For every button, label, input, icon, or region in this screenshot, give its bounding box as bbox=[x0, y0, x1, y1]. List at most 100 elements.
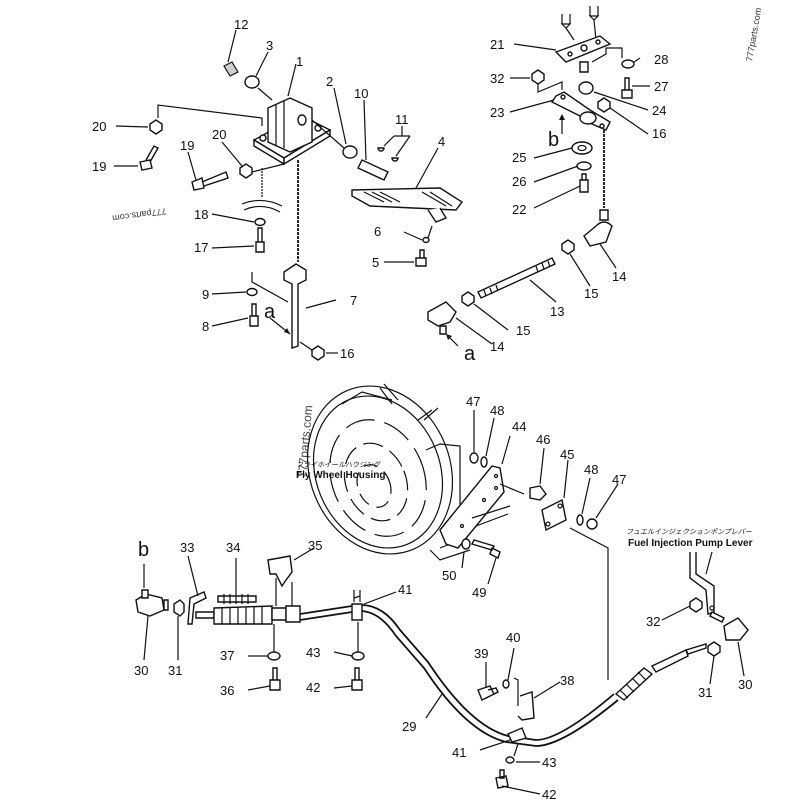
callout-46: 46 bbox=[536, 432, 550, 447]
callout-43-right: 43 bbox=[542, 755, 556, 770]
part-29-cable bbox=[299, 604, 619, 747]
callout-18: 18 bbox=[194, 207, 208, 222]
callout-38: 38 bbox=[560, 673, 574, 688]
callout-14-upper: 14 bbox=[612, 269, 626, 284]
callout-14-lower: 14 bbox=[490, 339, 504, 354]
part-38-clip bbox=[517, 691, 535, 721]
part-45-plate bbox=[541, 498, 567, 532]
callout-4: 4 bbox=[438, 134, 445, 149]
callout-48-right: 48 bbox=[584, 462, 598, 477]
callout-16-lower: 16 bbox=[340, 346, 354, 361]
part-39-bolt bbox=[477, 685, 499, 701]
callout-47-left: 47 bbox=[466, 394, 480, 409]
callout-19-left: 19 bbox=[92, 159, 106, 174]
callout-25: 25 bbox=[512, 150, 526, 165]
cable-right-end bbox=[614, 667, 654, 701]
part-37-washer bbox=[267, 651, 281, 661]
part-14-rod-end-2 bbox=[427, 301, 457, 327]
callout-32-lower: 32 bbox=[646, 614, 660, 629]
callout-35: 35 bbox=[308, 538, 322, 553]
view-marker-a-lower: a bbox=[464, 343, 476, 365]
part-19-bolt-2 bbox=[191, 171, 229, 191]
callout-48-left: 48 bbox=[490, 403, 504, 418]
part-20-nut-2 bbox=[239, 163, 253, 179]
part-24-bushing bbox=[578, 81, 594, 95]
callout-12: 12 bbox=[234, 17, 248, 32]
part-26-nut bbox=[576, 161, 592, 171]
callout-9: 9 bbox=[202, 287, 209, 302]
watermark-left: 777parts.com bbox=[112, 206, 167, 223]
bellcrank-assembly bbox=[427, 6, 635, 347]
callout-41-upper: 41 bbox=[398, 582, 412, 597]
part-36-bolt bbox=[269, 667, 281, 691]
callout-labels: 1 2 3 4 5 6 7 8 9 10 11 12 13 14 14 15 1… bbox=[92, 17, 752, 800]
callout-43-left: 43 bbox=[306, 645, 320, 660]
part-31-nut-2 bbox=[173, 599, 185, 617]
part-40-washer bbox=[502, 679, 510, 689]
leader-lines bbox=[114, 29, 745, 795]
part-33-bracket bbox=[187, 591, 207, 625]
view-markers: a a b b bbox=[138, 129, 559, 561]
callout-49: 49 bbox=[472, 585, 486, 600]
part-28-washer bbox=[621, 59, 635, 69]
callout-11: 11 bbox=[395, 112, 409, 127]
callout-23: 23 bbox=[490, 105, 504, 120]
part-32-nut-2 bbox=[689, 597, 703, 613]
callout-19-mid: 19 bbox=[180, 138, 194, 153]
callout-32-upper: 32 bbox=[490, 71, 504, 86]
callout-22: 22 bbox=[512, 202, 526, 217]
callout-30-left: 30 bbox=[134, 663, 148, 678]
callout-28: 28 bbox=[654, 52, 668, 67]
part-16-nut bbox=[311, 345, 325, 361]
part-27-bolt bbox=[621, 77, 633, 99]
part-47-nut bbox=[469, 452, 479, 464]
callout-47-right: 47 bbox=[612, 472, 626, 487]
callout-24: 24 bbox=[652, 103, 666, 118]
part-6-washer bbox=[422, 236, 430, 244]
part-25-washer bbox=[571, 141, 593, 155]
part-30-rod-end bbox=[723, 617, 749, 641]
callout-17: 17 bbox=[194, 240, 208, 255]
callout-37: 37 bbox=[220, 648, 234, 663]
watermark-center: 777parts.com bbox=[295, 405, 315, 479]
callout-3: 3 bbox=[266, 38, 273, 53]
callout-45: 45 bbox=[560, 447, 574, 462]
callout-6: 6 bbox=[374, 224, 381, 239]
pedal-bracket-assembly bbox=[139, 61, 464, 361]
part-22-fitting bbox=[579, 173, 589, 193]
part-8-bolt bbox=[249, 303, 259, 327]
callout-21: 21 bbox=[490, 37, 504, 52]
part-18-washer bbox=[254, 217, 266, 227]
callout-33: 33 bbox=[180, 540, 194, 555]
part-49-bolt bbox=[471, 539, 501, 559]
callout-15-upper: 15 bbox=[584, 286, 598, 301]
callout-42-right: 42 bbox=[542, 787, 556, 800]
callout-44: 44 bbox=[512, 419, 526, 434]
part-47-nut-2 bbox=[586, 518, 598, 530]
part-5-bolt bbox=[415, 249, 427, 267]
callout-42-left: 42 bbox=[306, 680, 320, 695]
part-41-clamp-2 bbox=[507, 727, 527, 743]
part-32-nut bbox=[531, 69, 545, 85]
part-41-clamp bbox=[351, 603, 363, 621]
part-20-nut bbox=[149, 119, 163, 135]
callout-7: 7 bbox=[350, 293, 357, 308]
part-43-washer bbox=[351, 651, 365, 661]
part-3-bushing bbox=[244, 75, 260, 89]
callout-26: 26 bbox=[512, 174, 526, 189]
part-31-nut bbox=[707, 641, 721, 657]
part-48-washer-2 bbox=[576, 514, 584, 526]
callout-10: 10 bbox=[354, 86, 368, 101]
pump-lever-label-jp: フュエルインジェクションポンプレバー bbox=[626, 528, 753, 536]
part-15-nut bbox=[561, 239, 575, 255]
part-2-bushing bbox=[342, 145, 358, 159]
callout-40: 40 bbox=[506, 630, 520, 645]
callout-8: 8 bbox=[202, 319, 209, 334]
callout-16-upper: 16 bbox=[652, 126, 666, 141]
part-42-bolt bbox=[351, 667, 363, 691]
watermark-top-right: 777parts.com bbox=[744, 7, 763, 62]
view-marker-a-upper: a bbox=[264, 301, 276, 323]
callout-13: 13 bbox=[550, 304, 564, 319]
callout-20-left: 20 bbox=[92, 119, 106, 134]
